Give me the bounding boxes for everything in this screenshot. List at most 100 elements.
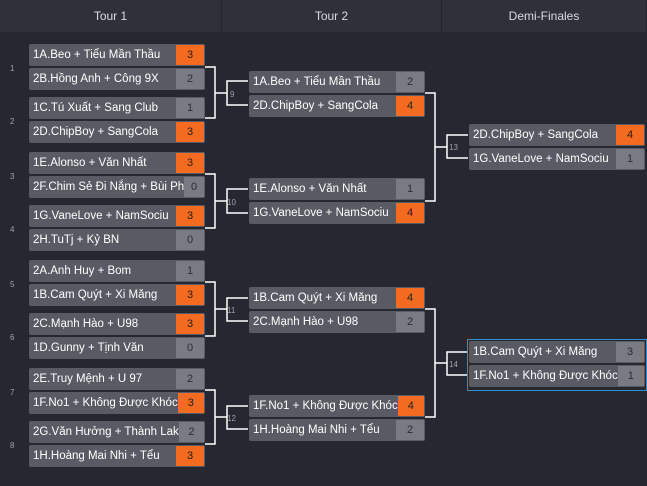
team-score: 3	[176, 446, 204, 466]
team-name: 1F.No1 + Không Được Khóc	[253, 400, 398, 412]
team-score: 1	[176, 261, 204, 281]
team-score: 0	[176, 230, 204, 250]
match-13[interactable]: 2D.ChipBoy + SangCola 4 1G.VaneLove + NamS…	[469, 124, 645, 172]
team-name: 2C.Mạnh Hào + U98	[253, 316, 359, 328]
match-number: 14	[449, 360, 458, 369]
team-row[interactable]: 1H.Hoàng Mai Nhi + Tểu 2	[249, 419, 425, 441]
team-name: 1E.Alonso + Văn Nhất	[253, 183, 367, 195]
team-name: 1H.Hoàng Mai Nhi + Tểu	[33, 450, 160, 462]
team-name: 1H.Hoàng Mai Nhi + Tểu	[253, 424, 380, 436]
team-score: 3	[176, 153, 204, 173]
team-name: 2D.ChipBoy + SangCola	[473, 129, 598, 141]
team-score: 2	[176, 369, 204, 389]
team-name: 2B.Hồng Anh + Công 9X	[33, 73, 159, 85]
team-score: 0	[176, 338, 204, 358]
team-score: 0	[184, 177, 204, 197]
team-row[interactable]: 2C.Mạnh Hào + U98 3	[29, 313, 205, 335]
team-score: 1	[616, 149, 644, 169]
team-score: 4	[396, 203, 424, 223]
team-score: 1	[176, 98, 204, 118]
match-6[interactable]: 2C.Mạnh Hào + U98 3 1D.Gunny + Tịnh Văn 0	[29, 313, 205, 361]
team-name: 2E.Truy Mệnh + U 97	[33, 373, 143, 385]
team-name: 1F.No1 + Không Được Khóc	[33, 397, 178, 409]
match-number: 8	[10, 441, 15, 450]
team-name: 2F.Chim Sẻ Đi Nắng + Bùi Ph	[33, 181, 185, 193]
team-score: 2	[176, 69, 204, 89]
team-score: 4	[397, 396, 424, 416]
match-number: 6	[10, 333, 15, 342]
match-number: 11	[227, 306, 236, 315]
match-number: 12	[227, 414, 236, 423]
team-name: 2D.ChipBoy + SangCola	[33, 126, 158, 138]
round-header-tour-2: Tour 2	[222, 0, 442, 32]
team-name: 2G.Văn Hưởng + Thành Lak	[33, 426, 179, 438]
team-row[interactable]: 1D.Gunny + Tịnh Văn 0	[29, 337, 205, 359]
team-score: 3	[616, 342, 644, 362]
match-9[interactable]: 1A.Beo + Tiểu Mần Thầu 2 2D.ChipBoy + Sang…	[249, 71, 425, 119]
team-name: 1B.Cam Quýt + Xi Măng	[33, 289, 158, 301]
team-score: 4	[396, 288, 424, 308]
match-number: 1	[10, 64, 15, 73]
match-number: 7	[10, 388, 15, 397]
match-7[interactable]: 2E.Truy Mệnh + U 97 2 1F.No1 + Không Được …	[29, 368, 205, 416]
team-row[interactable]: 1B.Cam Quýt + Xi Măng 4	[249, 287, 425, 309]
match-number: 4	[10, 225, 15, 234]
team-row[interactable]: 2E.Truy Mệnh + U 97 2	[29, 368, 205, 390]
team-name: 1A.Beo + Tiểu Mần Thầu	[33, 49, 161, 61]
team-score: 4	[396, 96, 424, 116]
team-score: 3	[176, 314, 204, 334]
team-name: 2C.Mạnh Hào + U98	[33, 318, 139, 330]
team-score: 4	[616, 125, 644, 145]
team-name: 2D.ChipBoy + SangCola	[253, 100, 378, 112]
team-row[interactable]: 2D.ChipBoy + SangCola 4	[469, 124, 645, 146]
match-number: 5	[10, 280, 15, 289]
team-row[interactable]: 1A.Beo + Tiểu Mần Thầu 2	[249, 71, 425, 93]
team-row[interactable]: 2D.ChipBoy + SangCola 3	[29, 121, 205, 143]
team-row[interactable]: 1H.Hoàng Mai Nhi + Tểu 3	[29, 445, 205, 467]
team-score: 3	[177, 393, 204, 413]
team-score: 2	[178, 422, 204, 442]
match-number: 10	[227, 198, 236, 207]
match-number: 2	[10, 117, 15, 126]
team-name: 1G.VaneLove + NamSociu	[33, 210, 169, 222]
team-score: 2	[396, 420, 424, 440]
match-number: 9	[230, 90, 235, 99]
team-score: 3	[176, 122, 204, 142]
team-name: 1D.Gunny + Tịnh Văn	[33, 342, 144, 354]
team-row[interactable]: 2B.Hồng Anh + Công 9X 2	[29, 68, 205, 90]
team-name: 1A.Beo + Tiểu Mần Thầu	[253, 76, 381, 88]
team-row[interactable]: 2A.Anh Huy + Bom 1	[29, 260, 205, 282]
team-score: 2	[396, 72, 424, 92]
team-row[interactable]: 2D.ChipBoy + SangCola 4	[249, 95, 425, 117]
team-name: 2A.Anh Huy + Bom	[33, 265, 132, 277]
team-name: 1B.Cam Quýt + Xi Măng	[253, 292, 378, 304]
round-header-bar: Tour 1 Tour 2 Demi-Finales	[0, 0, 647, 32]
